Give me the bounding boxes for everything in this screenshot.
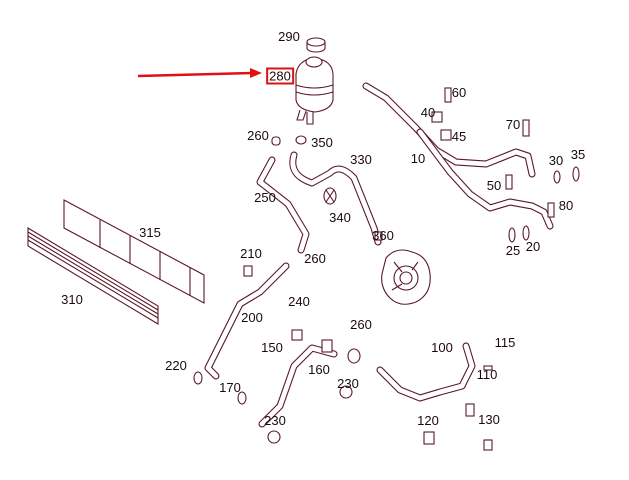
callout-20[interactable]: 20 [525,239,541,254]
callout-360[interactable]: 360 [372,228,394,243]
callout-70[interactable]: 70 [505,117,521,132]
part-10-pressure-line [362,82,554,230]
callout-260[interactable]: 260 [304,251,326,266]
callout-45[interactable]: 45 [451,129,467,144]
callout-130[interactable]: 130 [478,412,500,427]
part-360-clamp [374,231,383,241]
callout-30[interactable]: 30 [548,153,564,168]
callout-250[interactable]: 250 [254,190,276,205]
part-330-hose [289,151,382,246]
callout-170[interactable]: 170 [219,380,241,395]
part-315-shroud [63,199,205,304]
callout-110[interactable]: 110 [476,367,498,382]
callout-35[interactable]: 35 [570,147,586,162]
part-250-hose [256,156,310,254]
part-fittings-right [431,87,580,243]
part-150-line [237,329,361,444]
callout-230[interactable]: 230 [337,376,359,391]
part-350-clamp [295,135,307,145]
part-290-cap [306,37,326,53]
callout-210[interactable]: 210 [240,246,262,261]
callout-115[interactable]: 115 [494,335,516,350]
part-100-return-line [376,342,493,451]
part-280-reservoir [295,56,334,125]
callout-330[interactable]: 330 [350,152,372,167]
part-310-cooler [27,227,159,325]
callout-120[interactable]: 120 [417,413,439,428]
callout-80[interactable]: 80 [558,198,574,213]
callout-160[interactable]: 160 [308,362,330,377]
callout-350[interactable]: 350 [311,135,333,150]
callout-260[interactable]: 260 [350,317,372,332]
callout-60[interactable]: 60 [451,85,467,100]
callout-280-highlighted[interactable]: 280 [266,67,294,85]
part-pump [381,249,431,305]
part-340-strainer [323,187,337,205]
callout-290[interactable]: 290 [278,29,300,44]
callout-260[interactable]: 260 [247,128,269,143]
callout-200[interactable]: 200 [241,310,263,325]
callout-315[interactable]: 315 [139,225,161,240]
highlight-arrow [137,68,262,78]
callout-230[interactable]: 230 [264,413,286,428]
callout-100[interactable]: 100 [431,340,453,355]
callout-240[interactable]: 240 [288,294,310,309]
callout-40[interactable]: 40 [420,105,436,120]
callout-220[interactable]: 220 [165,358,187,373]
part-200-line [193,262,290,385]
callout-340[interactable]: 340 [329,210,351,225]
callout-50[interactable]: 50 [486,178,502,193]
callout-25[interactable]: 25 [505,243,521,258]
callout-150[interactable]: 150 [261,340,283,355]
part-260-clamp [271,136,281,146]
callout-10[interactable]: 10 [410,151,426,166]
callout-310[interactable]: 310 [61,292,83,307]
